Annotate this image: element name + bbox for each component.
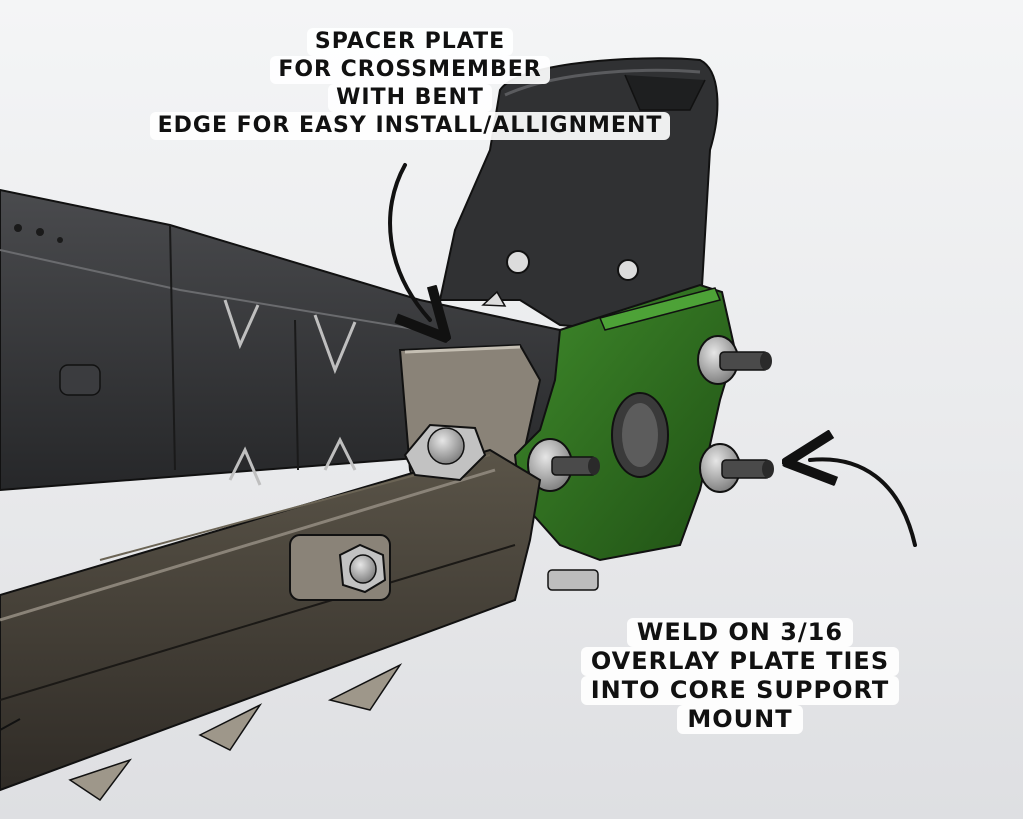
spacer-plate-callout-line-1: SPACER PLATE xyxy=(306,28,514,56)
bolt-lower xyxy=(289,534,391,601)
overlay-plate-callout: WELD ON 3/16 OVERLAY PLATE TIES INTO COR… xyxy=(500,618,980,734)
stud-lower-right xyxy=(699,443,774,493)
spacer-plate-callout-line-2: FOR CROSSMEMBER xyxy=(270,56,550,84)
overlay-plate-arrow xyxy=(810,459,917,547)
spacer-plate-callout: SPACER PLATE FOR CROSSMEMBER WITH BENT E… xyxy=(8,28,812,140)
stud-lower-left xyxy=(527,438,600,492)
overlay-plate-callout-line-3: INTO CORE SUPPORT xyxy=(580,676,900,705)
overlay-plate xyxy=(513,283,737,562)
hardware-bolts xyxy=(289,423,599,601)
spacer-plate-callout-line-3: WITH BENT xyxy=(328,84,492,112)
spacer-plate-callout-line-4: EDGE FOR EASY INSTALL/ALLIGNMENT xyxy=(149,112,671,140)
stud-upper xyxy=(697,335,772,385)
spacer-plate-arrow xyxy=(388,163,430,320)
bolt-bottom-nut xyxy=(547,569,599,591)
control-arm xyxy=(0,448,542,802)
overlay-plate-callout-line-1: WELD ON 3/16 xyxy=(626,618,854,647)
overlay-plate-callout-line-2: OVERLAY PLATE TIES xyxy=(580,647,900,676)
mount-studs xyxy=(527,335,774,493)
bolt-upper xyxy=(403,423,487,482)
overlay-plate-callout-line-4: MOUNT xyxy=(677,705,803,734)
